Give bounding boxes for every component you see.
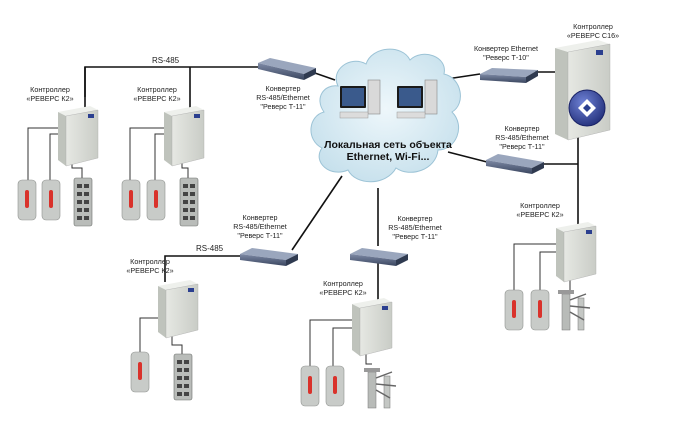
converter-center-left xyxy=(240,248,298,266)
controller-k2-right-line2: «РЕВЕРС К2» xyxy=(516,210,563,219)
controller-k2-bottom-left-label: Контроллер «РЕВЕРС К2» xyxy=(126,257,173,275)
converter-top-left-line2: RS-485/Ethernet xyxy=(256,93,310,102)
converter-center-label: Конвертер RS-485/Ethernet "Реверс Т-11" xyxy=(388,214,442,241)
controller-c16-line1: Контроллер xyxy=(573,22,613,31)
turnstile-bottom-center-icon xyxy=(364,368,397,409)
workstation-left xyxy=(339,79,381,119)
converter-center-left-line2: RS-485/Ethernet xyxy=(233,222,287,231)
keypad-top-mid xyxy=(179,177,199,227)
controller-k2-bottom-center-label: Контроллер «РЕВЕРС К2» xyxy=(319,279,366,297)
wire-tm-1 xyxy=(129,127,168,182)
card-readers-top-mid xyxy=(121,179,166,221)
wire-r-2 xyxy=(539,251,560,292)
wire-bc-1 xyxy=(309,319,357,368)
cloud-shape xyxy=(310,48,461,183)
converter-top-right-line2: "Реверс Т-10" xyxy=(483,53,529,62)
controller-k2-top-mid-label: Контроллер «РЕВЕРС К2» xyxy=(133,85,180,103)
ethernet-link-3 xyxy=(447,151,488,163)
wire-bc-3 xyxy=(365,352,372,365)
controller-c16-line2: «РЕВЕРС С16» xyxy=(567,31,619,40)
converter-top-left xyxy=(258,58,316,80)
converter-top-right-line1: Конвертер Ethernet xyxy=(474,44,538,53)
controller-k2-bottom-center-line2: «РЕВЕРС К2» xyxy=(319,288,366,297)
card-reader-bottom-left xyxy=(130,351,150,393)
ethernet-link-4 xyxy=(291,175,343,251)
cloud-label-line2: Ethernet, Wi-Fi... xyxy=(347,151,430,163)
rs485-mid-label: RS-485 xyxy=(196,244,224,253)
converter-center-left-line3: "Реверс Т-11" xyxy=(237,231,283,240)
controller-k2-bottom-left-cabinet xyxy=(158,280,199,339)
converter-top-right xyxy=(480,68,538,83)
controller-k2-bottom-center-line1: Контроллер xyxy=(323,279,363,288)
converter-top-left-line1: Конвертер xyxy=(266,84,301,93)
converter-right-mid-line3: "Реверс Т-11" xyxy=(499,142,545,151)
controller-k2-top-left-line2: «РЕВЕРС К2» xyxy=(26,94,73,103)
wiring xyxy=(27,66,579,368)
rs485-mid-bus xyxy=(164,255,244,282)
keypad-top-left xyxy=(73,177,93,227)
controller-k2-top-left-cabinet xyxy=(58,106,99,167)
controller-k2-right-cabinet xyxy=(556,222,597,283)
turnstile-right-icon xyxy=(558,290,591,331)
controller-c16-label: Контроллер «РЕВЕРС С16» xyxy=(567,22,619,40)
converter-right-mid-line1: Конвертер xyxy=(505,124,540,133)
converter-center-line3: "Реверс Т-11" xyxy=(392,232,438,241)
controller-k2-bottom-left-line2: «РЕВЕРС К2» xyxy=(126,266,173,275)
c16-badge-icon xyxy=(568,89,606,127)
converter-center-line2: RS-485/Ethernet xyxy=(388,223,442,232)
converter-top-left-line3: "Реверс Т-11" xyxy=(260,102,306,111)
converter-center-left-line1: Конвертер xyxy=(243,213,278,222)
wire-tl-1 xyxy=(27,127,62,182)
converter-center-left-label: Конвертер RS-485/Ethernet "Реверс Т-11" xyxy=(233,213,287,240)
wire-tm-3 xyxy=(181,160,189,180)
converter-right-mid xyxy=(486,154,544,174)
controller-k2-top-mid-line2: «РЕВЕРС К2» xyxy=(133,94,180,103)
converter-right-mid-label: Конвертер RS-485/Ethernet "Реверс Т-11" xyxy=(495,124,549,151)
keypad-bottom-left xyxy=(173,353,193,401)
controller-k2-top-mid-line1: Контроллер xyxy=(137,85,177,94)
card-readers-right xyxy=(504,289,550,331)
card-readers-bottom-center xyxy=(300,365,345,407)
wire-bc-2 xyxy=(332,327,357,368)
controller-k2-right-line1: Контроллер xyxy=(520,201,560,210)
controller-k2-right-label: Контроллер «РЕВЕРС К2» xyxy=(516,201,563,219)
controller-k2-bottom-left-line1: Контроллер xyxy=(130,257,170,266)
wire-tm-2 xyxy=(154,133,168,182)
controller-k2-top-left-label: Контроллер «РЕВЕРС К2» xyxy=(26,85,73,103)
card-readers-top-left xyxy=(17,179,61,221)
rs485-top-label: RS-485 xyxy=(152,56,180,65)
converter-top-left-label: Конвертер RS-485/Ethernet "Реверс Т-11" xyxy=(256,84,310,111)
converter-right-mid-line2: RS-485/Ethernet xyxy=(495,133,549,142)
controller-k2-bottom-center-cabinet xyxy=(352,298,393,357)
converter-center xyxy=(350,248,408,266)
controller-k2-top-mid-cabinet xyxy=(164,106,205,167)
wire-bl-1 xyxy=(139,317,162,355)
local-network-cloud: Локальная сеть объекта Ethernet, Wi-Fi..… xyxy=(310,48,461,183)
converter-center-line1: Конвертер xyxy=(398,214,433,223)
wire-r-1 xyxy=(513,243,560,292)
controller-k2-top-left-line1: Контроллер xyxy=(30,85,70,94)
converter-top-right-label: Конвертер Ethernet "Реверс Т-10" xyxy=(474,44,538,62)
workstation-right xyxy=(396,79,438,119)
cloud-label-line1: Локальная сеть объекта xyxy=(324,139,452,151)
